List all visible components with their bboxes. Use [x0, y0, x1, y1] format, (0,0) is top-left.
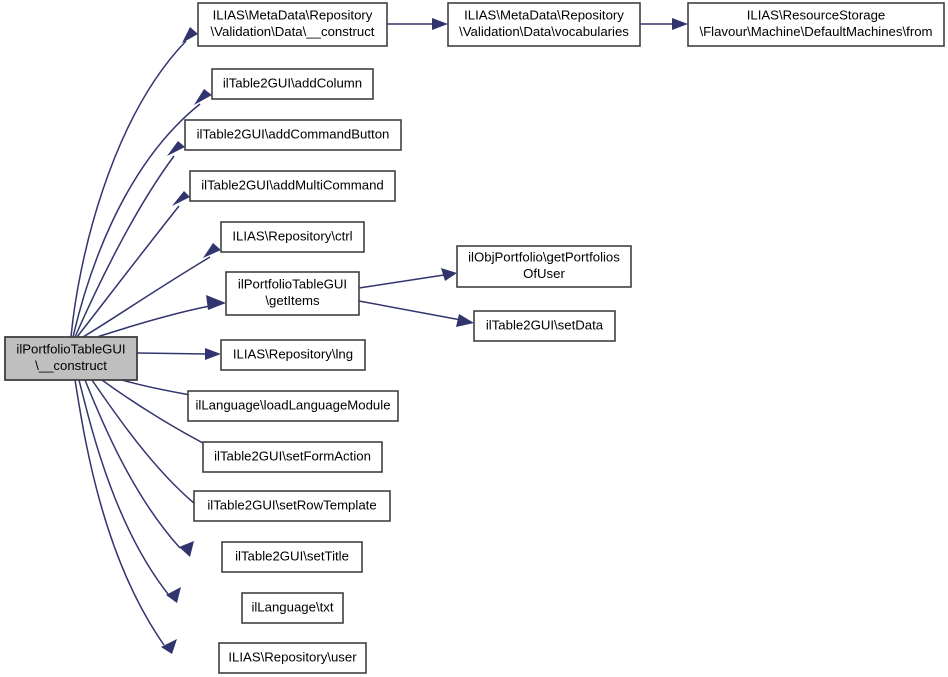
- node-rect-rs_from[interactable]: [687, 2, 945, 47]
- node-rect-loadLanguageModule[interactable]: [187, 390, 399, 422]
- call-edge-root-to-ctrl: [82, 256, 211, 338]
- node-rect-getPortfoliosOfUser[interactable]: [456, 245, 632, 288]
- arrowhead-getItems-to-setData: [456, 314, 474, 327]
- call-edge-root-to-setTitle: [84, 379, 181, 549]
- call-edge-root-to-setRowTemplate: [91, 379, 196, 505]
- call-edge-getItems-to-getPortfoliosOfUser: [358, 274, 445, 289]
- call-edge-root-to-txt: [78, 379, 169, 595]
- call-edge-root-to-getItems: [96, 304, 216, 338]
- node-label-lng-line0: ILIAS\Repository\lng: [233, 346, 353, 361]
- node-label-txt-line0: ilLanguage\txt: [251, 599, 333, 614]
- node-label-setRowTemplate-line0: ilTable2GUI\setRowTemplate: [207, 497, 376, 512]
- graph-node-addMultiCommand[interactable]: ilTable2GUI\addMultiCommand: [189, 170, 396, 202]
- call-edge-root-to-md_construct: [70, 40, 187, 338]
- node-rect-txt[interactable]: [241, 592, 344, 624]
- node-label-getItems-line0: ilPortfolioTableGUI: [238, 277, 347, 292]
- node-label-getPortfoliosOfUser-line1: OfUser: [523, 266, 565, 281]
- node-rect-setFormAction[interactable]: [202, 441, 383, 473]
- node-rect-user[interactable]: [218, 642, 367, 674]
- edges-layer: [70, 18, 688, 654]
- node-label-root-line0: ilPortfolioTableGUI: [16, 342, 125, 357]
- node-label-setData-line0: ilTable2GUI\setData: [486, 317, 604, 332]
- graph-node-setFormAction[interactable]: ilTable2GUI\setFormAction: [202, 441, 383, 473]
- graph-node-root[interactable]: ilPortfolioTableGUI\__construct: [4, 336, 138, 381]
- node-label-setTitle-line0: ilTable2GUI\setTitle: [235, 548, 349, 563]
- node-label-md_vocabularies-line1: \Validation\Data\vocabularies: [459, 24, 629, 39]
- arrowhead-root-to-setTitle: [179, 541, 194, 557]
- arrowhead-root-to-md_construct: [182, 27, 198, 43]
- node-label-addMultiCommand-line0: ilTable2GUI\addMultiCommand: [201, 177, 384, 192]
- arrowhead-getItems-to-getPortfoliosOfUser: [441, 268, 457, 281]
- node-rect-addColumn[interactable]: [211, 68, 374, 100]
- node-label-rs_from-line1: \Flavour\Machine\DefaultMachines\from: [699, 24, 932, 39]
- arrowhead-root-to-getItems: [206, 295, 226, 310]
- node-label-user-line0: ILIAS\Repository\user: [228, 649, 357, 664]
- arrowhead-root-to-lng: [205, 348, 221, 360]
- arrowhead-md_vocabularies-to-rs_from: [672, 18, 688, 30]
- node-label-getPortfoliosOfUser-line0: ilObjPortfolio\getPortfolios: [468, 250, 620, 265]
- node-label-addColumn-line0: ilTable2GUI\addColumn: [223, 75, 362, 90]
- graph-node-loadLanguageModule[interactable]: ilLanguage\loadLanguageModule: [187, 390, 399, 422]
- node-label-ctrl-line0: ILIAS\Repository\ctrl: [232, 228, 352, 243]
- node-label-md_construct-line1: \Validation\Data\__construct: [211, 24, 375, 39]
- graph-node-user[interactable]: ILIAS\Repository\user: [218, 642, 367, 674]
- node-label-md_vocabularies-line0: ILIAS\MetaData\Repository: [464, 8, 624, 23]
- node-label-rs_from-line0: ILIAS\ResourceStorage: [747, 8, 886, 23]
- node-label-md_construct-line0: ILIAS\MetaData\Repository: [213, 8, 373, 23]
- call-edge-root-to-user: [74, 379, 165, 646]
- graph-node-setData[interactable]: ilTable2GUI\setData: [473, 310, 616, 342]
- arrowhead-root-to-addCommandButton: [167, 141, 185, 156]
- node-label-loadLanguageModule-line0: ilLanguage\loadLanguageModule: [195, 397, 390, 412]
- arrowhead-root-to-addColumn: [194, 89, 212, 105]
- node-rect-ctrl[interactable]: [220, 221, 365, 253]
- node-rect-setData[interactable]: [473, 310, 616, 342]
- node-rect-getItems[interactable]: [225, 271, 360, 316]
- call-edge-root-to-addMultiCommand: [76, 205, 180, 338]
- call-edge-root-to-lng: [136, 352, 209, 355]
- graph-node-txt[interactable]: ilLanguage\txt: [241, 592, 344, 624]
- call-edge-getItems-to-setData: [358, 300, 462, 321]
- graph-node-setTitle[interactable]: ilTable2GUI\setTitle: [221, 541, 363, 573]
- call-edge-root-to-addCommandButton: [74, 155, 175, 338]
- call-edge-root-to-addColumn: [72, 103, 201, 338]
- graph-node-ctrl[interactable]: ILIAS\Repository\ctrl: [220, 221, 365, 253]
- arrowhead-md_construct-to-md_vocabularies: [432, 18, 448, 30]
- arrowhead-root-to-ctrl: [203, 243, 221, 258]
- arrowhead-root-to-user: [161, 639, 177, 654]
- node-rect-md_construct[interactable]: [197, 2, 388, 47]
- graph-node-lng[interactable]: ILIAS\Repository\lng: [220, 339, 366, 371]
- node-label-addCommandButton-line0: ilTable2GUI\addCommandButton: [197, 126, 390, 141]
- arrowhead-root-to-txt: [166, 587, 181, 603]
- node-label-root-line1: \__construct: [35, 358, 107, 373]
- arrowhead-root-to-addMultiCommand: [172, 191, 190, 206]
- node-label-getItems-line1: \getItems: [265, 293, 320, 308]
- node-rect-addCommandButton[interactable]: [184, 119, 402, 151]
- node-rect-lng[interactable]: [220, 339, 366, 371]
- node-label-setFormAction-line0: ilTable2GUI\setFormAction: [214, 448, 371, 463]
- graph-node-getItems[interactable]: ilPortfolioTableGUI\getItems: [225, 271, 360, 316]
- nodes-layer: ilPortfolioTableGUI\__constructILIAS\Met…: [4, 2, 945, 674]
- graph-node-rs_from[interactable]: ILIAS\ResourceStorage\Flavour\Machine\De…: [687, 2, 945, 47]
- node-rect-md_vocabularies[interactable]: [447, 2, 641, 47]
- graph-node-setRowTemplate[interactable]: ilTable2GUI\setRowTemplate: [193, 490, 391, 522]
- node-rect-addMultiCommand[interactable]: [189, 170, 396, 202]
- graph-node-addColumn[interactable]: ilTable2GUI\addColumn: [211, 68, 374, 100]
- graph-node-md_construct[interactable]: ILIAS\MetaData\Repository\Validation\Dat…: [197, 2, 388, 47]
- graph-node-md_vocabularies[interactable]: ILIAS\MetaData\Repository\Validation\Dat…: [447, 2, 641, 47]
- node-rect-root[interactable]: [4, 336, 138, 381]
- node-rect-setTitle[interactable]: [221, 541, 363, 573]
- node-rect-setRowTemplate[interactable]: [193, 490, 391, 522]
- graph-node-addCommandButton[interactable]: ilTable2GUI\addCommandButton: [184, 119, 402, 151]
